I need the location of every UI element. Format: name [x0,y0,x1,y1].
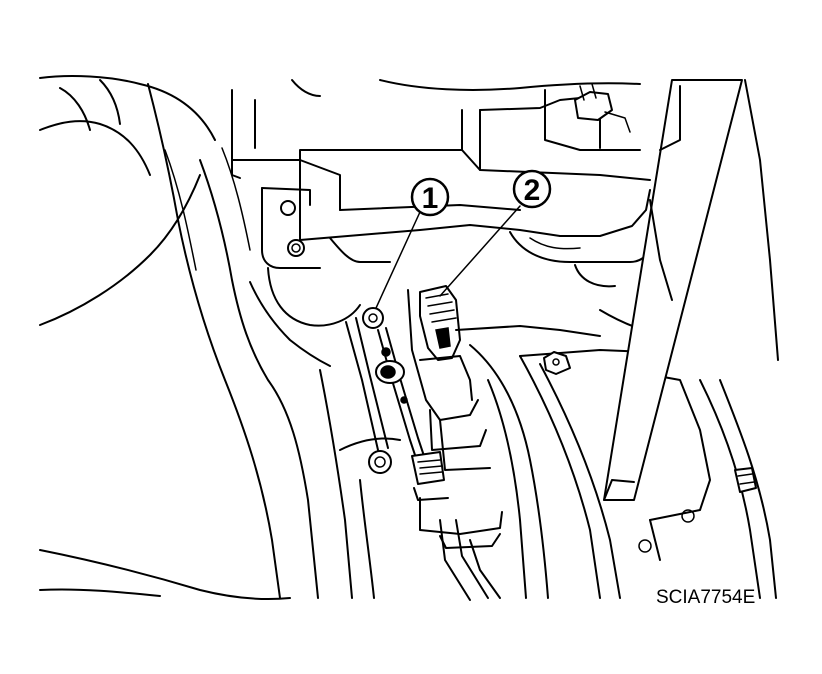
bracket-bolt-lower [287,239,305,257]
housing-bolt [368,450,392,474]
cable-end-pin [362,307,384,329]
mounting-bracket [261,187,361,327]
callout-2: 2 [512,169,552,209]
callout-2-circle [512,169,552,209]
upper-connector [574,91,613,121]
callout-2-number: 2 [524,174,541,207]
removal-tool-bar [603,79,743,501]
console-side-panel [147,83,331,599]
callout-1-number: 1 [422,182,439,215]
right-floor-console [519,309,777,599]
callout-2-leader [439,205,521,297]
harness-connector [419,285,461,361]
callout-1-leader [375,211,421,309]
console-clip-bolt [543,351,571,375]
figure-code: SCIA7754E [656,587,755,608]
callout-1: 1 [410,177,450,217]
side-latch [734,467,757,493]
shifter-housing [319,325,601,599]
callout-1-circle [410,177,450,217]
right-background [649,79,779,361]
bracket-bolt-upper [280,200,296,216]
shift-lever-assembly [345,285,503,601]
cross-member [299,189,651,288]
left-trim-contours [39,75,291,601]
upper-console-housing [231,79,651,241]
